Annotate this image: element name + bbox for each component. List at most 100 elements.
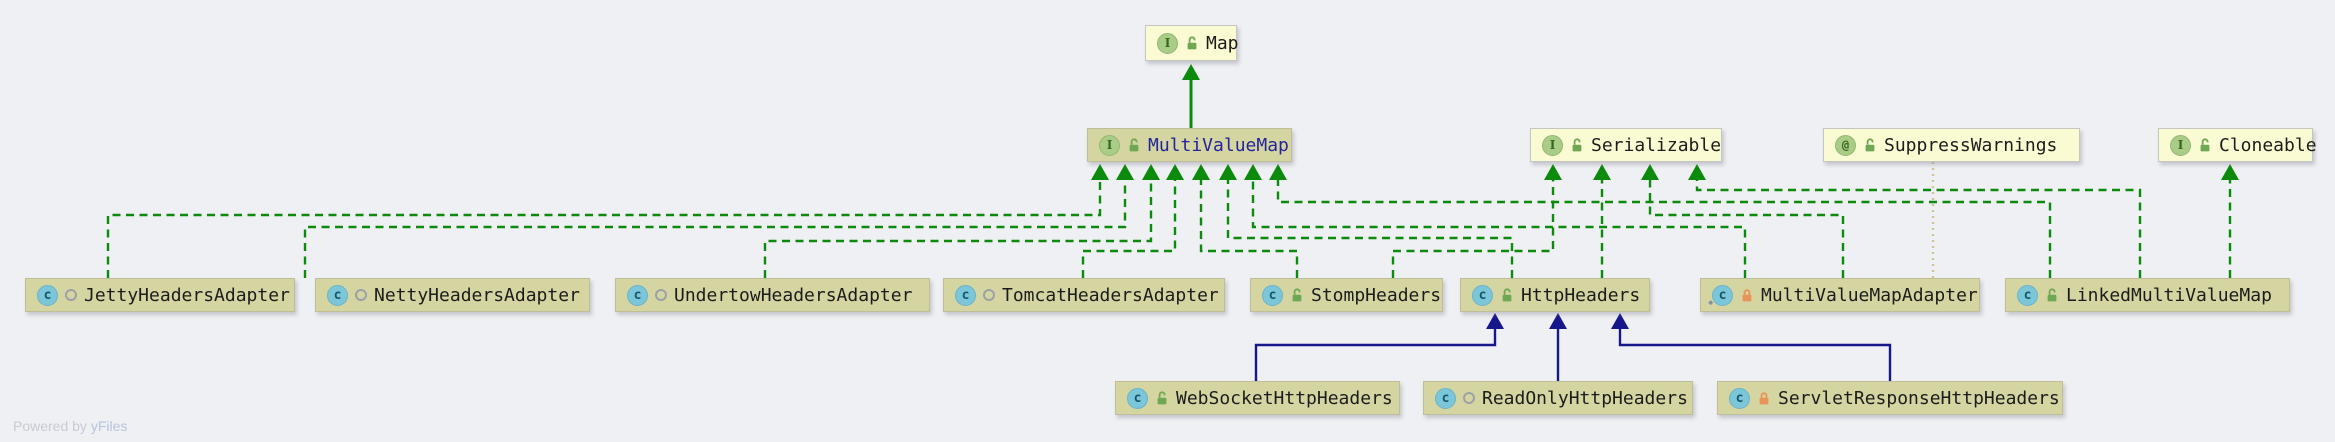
- node-label: Serializable: [1591, 134, 1722, 156]
- powered-by-text: Powered by: [13, 418, 87, 434]
- node-label: HttpHeaders: [1521, 284, 1641, 306]
- package-private-icon: [65, 289, 77, 301]
- arrowhead-icon: [1611, 313, 1629, 329]
- arrowhead-icon: [1192, 164, 1210, 180]
- arrowhead-icon: [1142, 164, 1160, 180]
- open-lock-icon: [1185, 35, 1199, 51]
- node-label: WebSocketHttpHeaders: [1176, 387, 1393, 409]
- arrowhead-icon: [1269, 164, 1287, 180]
- node-label: MultiValueMap: [1148, 134, 1289, 156]
- edge-multivaluemap-extends-map: [1182, 64, 1200, 128]
- class-node-readonlyhttpheaders[interactable]: c ReadOnlyHttpHeaders: [1423, 381, 1693, 415]
- package-private-icon: [355, 289, 367, 301]
- class-icon: c: [1472, 284, 1493, 306]
- edge-stompheaders-implements-serializable: [1391, 164, 1562, 278]
- edge-readonlyhttpheaders-extends-httpheaders: [1549, 313, 1567, 381]
- arrowhead-icon: [1219, 164, 1237, 180]
- edge-linkedmultivaluemap-implements-serializable: [1688, 164, 2142, 278]
- class-node-linkedmultivaluemap[interactable]: c LinkedMultiValueMap: [2005, 278, 2290, 312]
- node-label: UndertowHeadersAdapter: [674, 284, 913, 306]
- arrowhead-icon: [1116, 164, 1134, 180]
- class-node-multivaluemapadapter[interactable]: c◆ MultiValueMapAdapter: [1700, 278, 1980, 312]
- class-icon: c: [2017, 284, 2038, 306]
- edge-linkedmultivaluemap-implements-multivaluemap: [1269, 164, 2052, 278]
- open-lock-icon: [1570, 137, 1584, 153]
- edge-linkedmultivaluemap-implements-cloneable: [2221, 164, 2239, 278]
- open-lock-icon: [1500, 287, 1514, 303]
- interface-node-serializable[interactable]: I Serializable: [1530, 128, 1722, 162]
- class-node-httpheaders[interactable]: c HttpHeaders: [1460, 278, 1650, 312]
- node-label: SuppressWarnings: [1884, 134, 2058, 156]
- class-icon: c: [327, 284, 348, 306]
- arrowhead-icon: [1182, 64, 1200, 80]
- class-icon: c: [955, 284, 976, 306]
- interface-node-map[interactable]: I Map: [1145, 25, 1239, 61]
- node-label: ReadOnlyHttpHeaders: [1482, 387, 1688, 409]
- package-private-icon: [983, 289, 995, 301]
- class-node-servletresponsehttpheaders[interactable]: c ServletResponseHttpHeaders: [1717, 381, 2063, 415]
- edge-multivaluemapadapter-implements-multivaluemap: [1244, 164, 1747, 278]
- annotation-node-suppresswarnings[interactable]: @ SuppressWarnings: [1823, 128, 2080, 162]
- arrowhead-icon: [1166, 164, 1184, 180]
- arrowhead-icon: [1641, 164, 1659, 180]
- class-icon: c: [1127, 387, 1148, 409]
- annotation-icon: @: [1835, 134, 1856, 156]
- class-icon: c◆: [1708, 284, 1733, 308]
- interface-icon: I: [1542, 134, 1563, 156]
- node-label: Cloneable: [2219, 134, 2317, 156]
- package-private-icon: [655, 289, 667, 301]
- edge-stompheaders-implements-multivaluemap: [1192, 164, 1299, 278]
- class-node-websockethttpheaders[interactable]: c WebSocketHttpHeaders: [1115, 381, 1400, 415]
- interface-icon: I: [2170, 134, 2191, 156]
- edge-nettyheadersadapter-implements-multivaluemap: [303, 164, 1134, 278]
- powered-by-yfiles: Powered by yFiles: [13, 418, 127, 434]
- abstract-marker-icon: ◆: [1708, 297, 1714, 308]
- arrowhead-icon: [1091, 164, 1109, 180]
- class-node-undertowheadersadapter[interactable]: c UndertowHeadersAdapter: [615, 278, 930, 312]
- class-node-tomcatheadersadapter[interactable]: c TomcatHeadersAdapter: [943, 278, 1225, 312]
- interface-node-cloneable[interactable]: I Cloneable: [2158, 128, 2317, 162]
- interface-icon: I: [1157, 32, 1178, 54]
- class-node-stompheaders[interactable]: c StompHeaders: [1250, 278, 1443, 312]
- class-node-nettyheadersadapter[interactable]: c NettyHeadersAdapter: [315, 278, 590, 312]
- node-label: LinkedMultiValueMap: [2066, 284, 2272, 306]
- yfiles-brand-text: yFiles: [90, 418, 128, 434]
- arrowhead-icon: [1593, 164, 1611, 180]
- open-lock-icon: [2198, 137, 2212, 153]
- open-lock-icon: [1127, 137, 1141, 153]
- node-label: NettyHeadersAdapter: [374, 284, 580, 306]
- edge-multivaluemapadapter-implements-serializable: [1641, 164, 1845, 278]
- edge-websockethttpheaders-extends-httpheaders: [1254, 313, 1504, 381]
- edge-httpheaders-implements-multivaluemap: [1219, 164, 1514, 278]
- closed-lock-icon: [1757, 391, 1771, 406]
- closed-lock-icon: [1740, 288, 1754, 303]
- node-label: ServletResponseHttpHeaders: [1778, 387, 2060, 409]
- class-icon: c: [1435, 387, 1456, 409]
- class-icon: c: [627, 284, 648, 306]
- arrowhead-icon: [1244, 164, 1262, 180]
- open-lock-icon: [1290, 287, 1304, 303]
- open-lock-icon: [2045, 287, 2059, 303]
- class-icon: c: [1729, 387, 1750, 409]
- edge-jettyheadersadapter-implements-multivaluemap: [106, 164, 1109, 278]
- edge-tomcatheadersadapter-implements-multivaluemap: [1081, 164, 1184, 278]
- arrowhead-icon: [1544, 164, 1562, 180]
- interface-node-multivaluemap[interactable]: I MultiValueMap: [1087, 128, 1292, 162]
- node-label: MultiValueMapAdapter: [1761, 284, 1978, 306]
- arrowhead-icon: [1688, 164, 1706, 180]
- edge-httpheaders-implements-serializable: [1593, 164, 1611, 278]
- node-label: JettyHeadersAdapter: [84, 284, 290, 306]
- package-private-icon: [1463, 392, 1475, 404]
- node-label: TomcatHeadersAdapter: [1002, 284, 1219, 306]
- class-icon: c: [1262, 284, 1283, 306]
- node-label: StompHeaders: [1311, 284, 1442, 306]
- class-icon: c: [37, 284, 58, 306]
- class-node-jettyheadersadapter[interactable]: c JettyHeadersAdapter: [25, 278, 295, 312]
- interface-icon: I: [1099, 134, 1120, 156]
- edge-servletresponsehttpheaders-extends-httpheaders: [1611, 313, 1892, 381]
- arrowhead-icon: [2221, 164, 2239, 180]
- node-label: Map: [1206, 32, 1239, 54]
- open-lock-icon: [1155, 390, 1169, 406]
